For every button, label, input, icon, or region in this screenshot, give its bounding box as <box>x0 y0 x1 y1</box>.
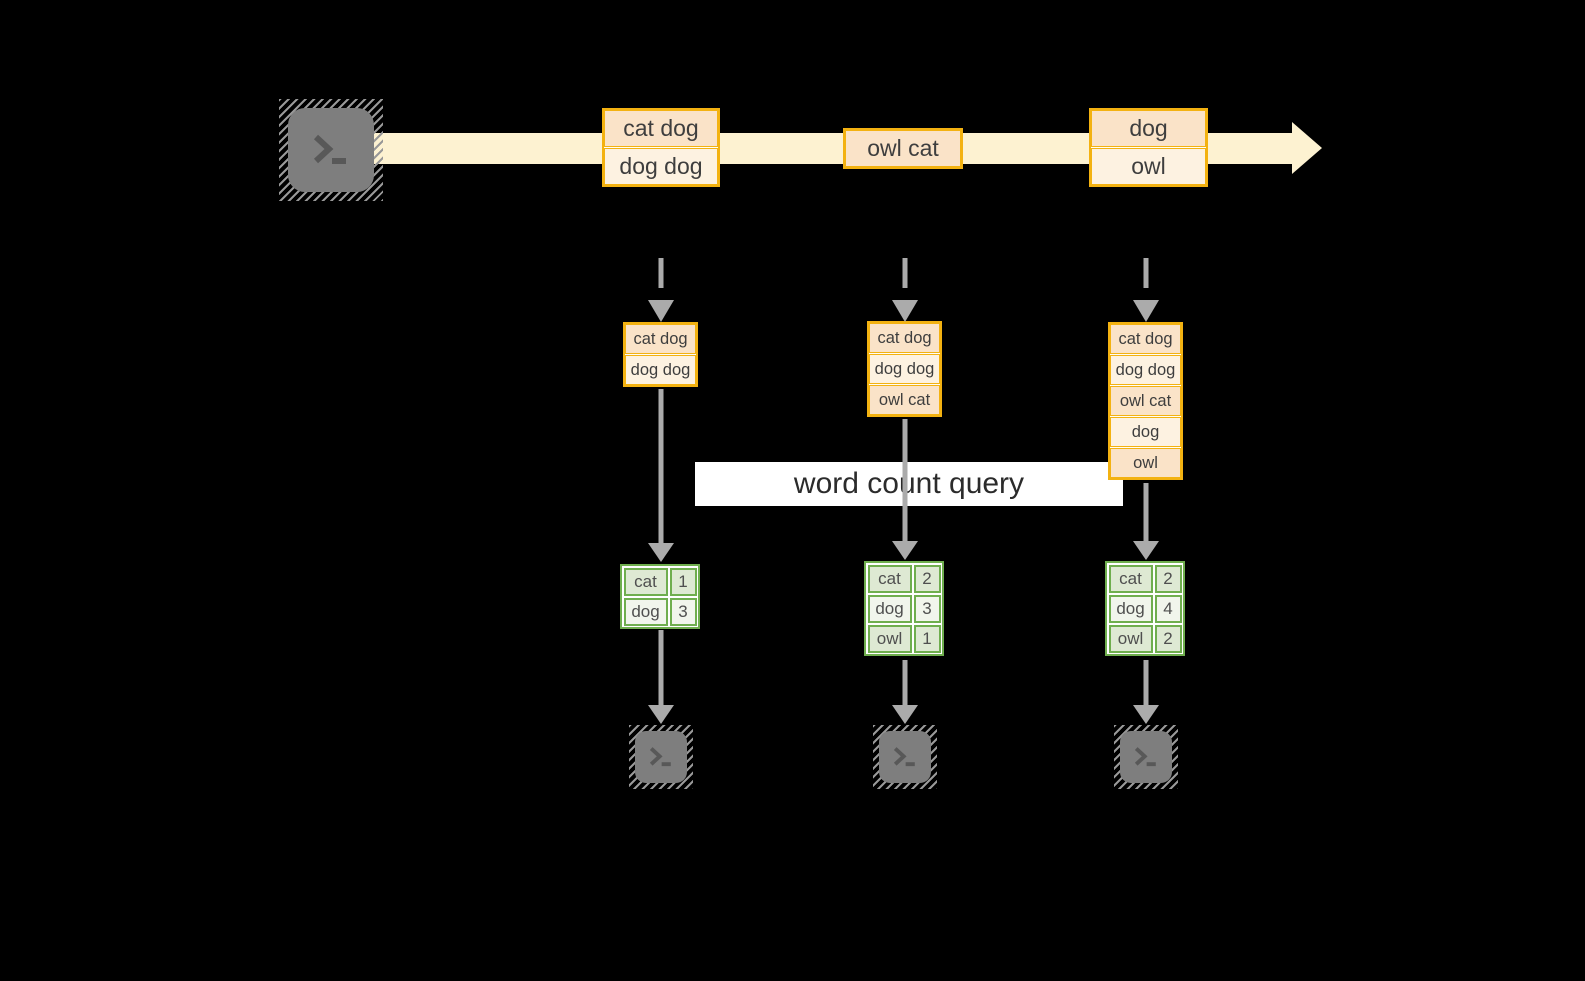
terminal-prompt-icon <box>313 134 346 164</box>
stream-batch-1: cat dog dog dog <box>602 108 720 187</box>
batch-item: owl cat <box>845 130 961 167</box>
terminal-prompt-icon <box>649 747 671 767</box>
state-item: dog dog <box>869 354 940 384</box>
state-item: owl cat <box>869 385 940 415</box>
state-item: dog dog <box>625 355 696 385</box>
state-item: dog dog <box>1110 355 1181 385</box>
terminal-body <box>635 731 687 783</box>
result-table-3: cat 2 dog 4 owl 2 <box>1105 561 1185 656</box>
terminal-prompt-icon <box>893 747 915 767</box>
stream-batch-2: owl cat <box>843 128 963 169</box>
count-cell: 3 <box>669 597 697 626</box>
trigger-arrow-3 <box>1133 258 1159 322</box>
count-cell: 1 <box>669 567 697 596</box>
terminal-body <box>1120 731 1172 783</box>
word-cell: dog <box>1108 594 1153 623</box>
result-table-1: cat 1 dog 3 <box>620 564 700 629</box>
source-terminal-icon <box>279 99 383 201</box>
count-cell: 2 <box>913 564 941 593</box>
output-arrow-1 <box>648 630 674 724</box>
terminal-body <box>879 731 931 783</box>
count-cell: 2 <box>1154 564 1182 593</box>
input-state-2: cat dog dog dog owl cat <box>867 321 942 417</box>
query-label: word count query <box>695 462 1123 506</box>
word-cell: owl <box>1108 624 1153 653</box>
count-cell: 2 <box>1154 624 1182 653</box>
count-cell: 3 <box>913 594 941 623</box>
output-arrow-3 <box>1133 660 1159 724</box>
sink-terminal-icon-1 <box>629 725 693 789</box>
batch-item: owl <box>1091 148 1206 185</box>
terminal-body <box>288 108 374 192</box>
state-item: owl cat <box>1110 386 1181 416</box>
state-item: cat dog <box>625 324 696 354</box>
sink-terminal-icon-2 <box>873 725 937 789</box>
word-cell: cat <box>867 564 912 593</box>
state-item: cat dog <box>869 323 940 353</box>
batch-item: cat dog <box>604 110 718 147</box>
word-cell: cat <box>623 567 668 596</box>
trigger-arrow-2 <box>892 258 918 322</box>
batch-item: dog <box>1091 110 1206 147</box>
count-cell: 4 <box>1154 594 1182 623</box>
word-cell: dog <box>867 594 912 623</box>
result-table-2: cat 2 dog 3 owl 1 <box>864 561 944 656</box>
trigger-arrow-1 <box>648 258 674 322</box>
input-state-3: cat dog dog dog owl cat dog owl <box>1108 322 1183 480</box>
output-arrow-2 <box>892 660 918 724</box>
batch-item: dog dog <box>604 148 718 185</box>
word-cell: dog <box>623 597 668 626</box>
state-item: cat dog <box>1110 324 1181 354</box>
state-item: owl <box>1110 448 1181 478</box>
word-cell: cat <box>1108 564 1153 593</box>
terminal-prompt-icon <box>1134 747 1156 767</box>
word-cell: owl <box>867 624 912 653</box>
query-arrow-3 <box>1133 483 1159 560</box>
count-cell: 1 <box>913 624 941 653</box>
query-arrow-1 <box>648 389 674 562</box>
state-item: dog <box>1110 417 1181 447</box>
stream-arrow-head <box>1292 122 1322 174</box>
sink-terminal-icon-3 <box>1114 725 1178 789</box>
input-state-1: cat dog dog dog <box>623 322 698 387</box>
stream-batch-3: dog owl <box>1089 108 1208 187</box>
